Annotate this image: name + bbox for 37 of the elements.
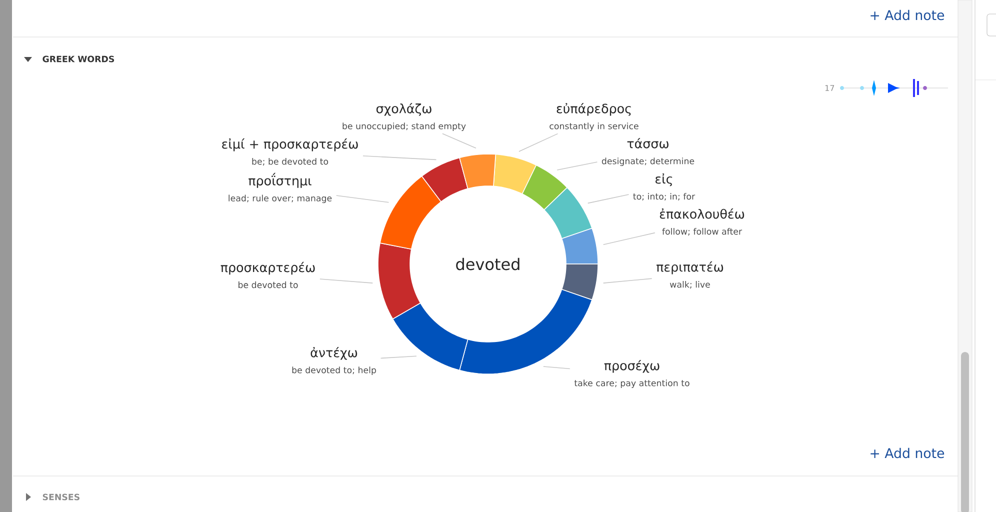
- add-note-link: + Add note: [870, 10, 944, 20]
- leader-line: [602, 232, 656, 246]
- donut-segment: [493, 154, 537, 194]
- leader-line: [336, 195, 390, 203]
- section-heading: GREEK WORDS: [42, 56, 114, 62]
- word-label: εἰμί + προσκαρτερέω be; be devoted to: [222, 138, 358, 166]
- word-label: σχολάζω be unoccupied; stand empty: [342, 103, 466, 131]
- word-label: ἀντέχω be devoted to; help: [292, 347, 376, 375]
- donut-segment: [421, 157, 468, 202]
- count-label: 17: [825, 85, 834, 91]
- word-label: προσκαρτερέω be devoted to: [220, 262, 315, 288]
- leader-line: [587, 194, 630, 204]
- word-label: εὐπάρεδρος constantly in service: [550, 103, 638, 131]
- word-label: περιπατέω walk; live: [656, 261, 724, 289]
- leader-line: [442, 133, 476, 149]
- word-label: προΐστημι lead; rule over; manage: [228, 172, 332, 204]
- center-label: devoted: [456, 258, 520, 270]
- donut-segment: [459, 154, 496, 190]
- donut-segment: [522, 164, 568, 210]
- donut-segment: [561, 264, 598, 300]
- word-label: τάσσω designate; determine: [602, 138, 694, 166]
- leader-line: [362, 155, 437, 160]
- donut-segment: [544, 187, 593, 240]
- word-label: ἐπακολουθέω follow; follow after: [660, 208, 744, 236]
- leader-line: [380, 356, 417, 359]
- leader-line: [556, 162, 598, 170]
- section-heading: SENSES: [42, 494, 80, 500]
- leader-line: [518, 133, 558, 152]
- word-label: προσέχω take care; pay attention to: [574, 360, 690, 388]
- word-label: εἰς to; into; in; for: [633, 173, 696, 201]
- donut-segment: [561, 228, 598, 264]
- leader-line: [602, 278, 652, 284]
- donut-segment: [380, 176, 442, 250]
- donut-segment: [392, 302, 468, 371]
- add-note-link: + Add note: [870, 448, 944, 458]
- leader-line: [320, 278, 374, 284]
- leader-line: [543, 366, 570, 370]
